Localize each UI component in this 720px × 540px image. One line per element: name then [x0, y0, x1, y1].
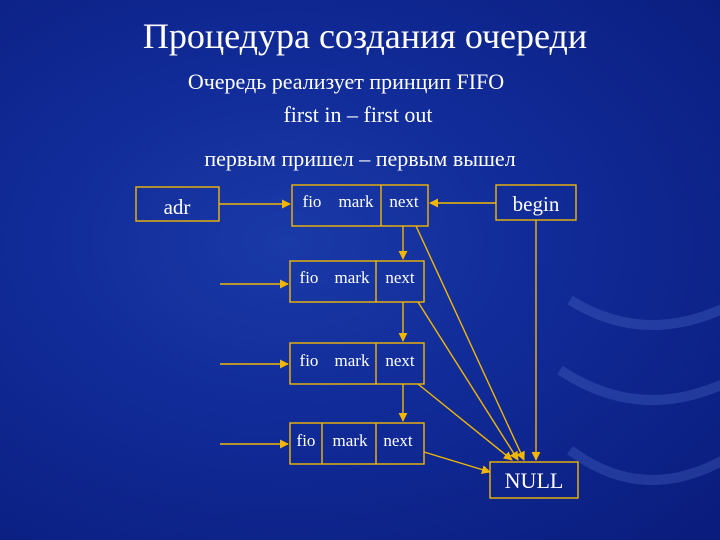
- node-2-mark: mark: [335, 268, 370, 287]
- node-1-next: next: [389, 192, 419, 211]
- fifo-line: Очередь реализует принцип FIFO: [187, 69, 505, 94]
- node-4-mark: mark: [333, 431, 368, 450]
- first-in-first-out-line: first in – first out: [283, 102, 433, 127]
- begin-label: begin: [513, 192, 560, 216]
- first-come-first-served-line: первым пришел – первым вышел: [204, 146, 516, 171]
- node-3-mark: mark: [335, 351, 370, 370]
- slide-title: Процедура создания очереди: [142, 16, 588, 56]
- node-4-box: [289, 422, 425, 465]
- node-1-box: [291, 184, 429, 227]
- node-2-null-arrow: [417, 301, 519, 461]
- node-2-fio: fio: [300, 268, 319, 287]
- node-3-next: next: [385, 351, 415, 370]
- node-1-fio: fio: [303, 192, 322, 211]
- node-1-mark: mark: [339, 192, 374, 211]
- node-4-null-arrow: [423, 451, 491, 474]
- node-4-next: next: [383, 431, 413, 450]
- node-1-null-arrow: [415, 225, 525, 461]
- adr-label: adr: [164, 195, 191, 219]
- node-4-fio: fio: [297, 431, 316, 450]
- node-2-next: next: [385, 268, 415, 287]
- background-decoration: [557, 295, 720, 485]
- node-2-box: [289, 260, 425, 303]
- node-3-box: [289, 342, 425, 385]
- null-box: [489, 461, 579, 499]
- node-3-null-arrow: [417, 383, 513, 461]
- null-label: NULL: [505, 468, 564, 493]
- node-3-fio: fio: [300, 351, 319, 370]
